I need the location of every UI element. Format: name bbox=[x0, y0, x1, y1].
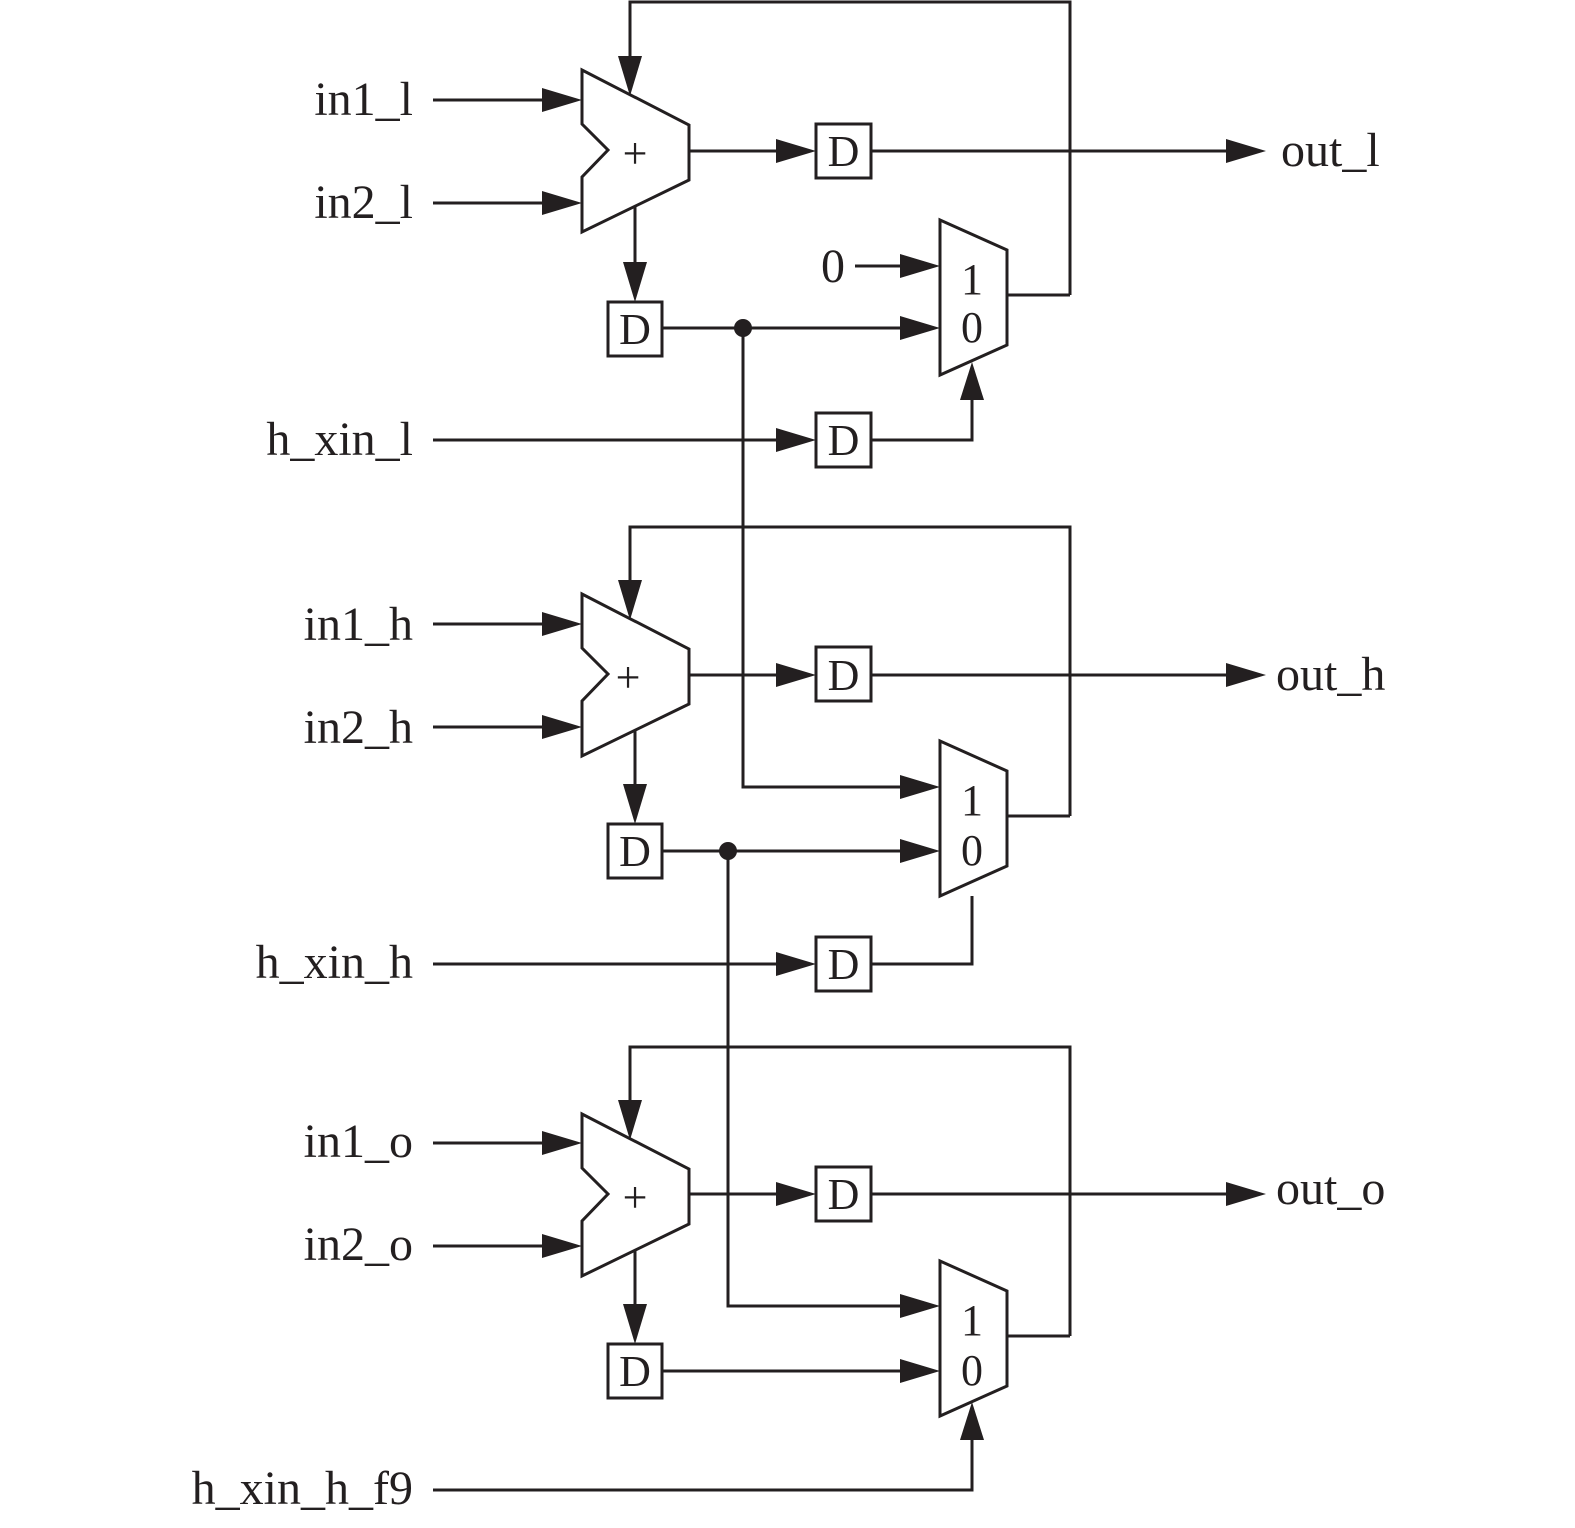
wire-sel-l bbox=[871, 388, 974, 442]
arrow-h-xin-h bbox=[776, 952, 816, 976]
arrow-carry-o bbox=[623, 1304, 647, 1344]
label-in1-l: in1_l bbox=[314, 73, 413, 126]
label-out-o: out_o bbox=[1276, 1162, 1385, 1215]
stage-l: in1_l in2_l + D out_l D 0 bbox=[266, 0, 1380, 469]
wire-carry-h-to-mux-o bbox=[726, 851, 914, 1308]
wire-feedback-o bbox=[628, 1045, 1072, 1336]
arrow-in1-h bbox=[542, 612, 582, 636]
delay-carry-o-symbol: D bbox=[619, 1347, 651, 1396]
delay-carry-h-symbol: D bbox=[619, 827, 651, 876]
label-h-xin-h: h_xin_h bbox=[256, 936, 413, 989]
label-in2-o: in2_o bbox=[304, 1218, 413, 1271]
adder-l bbox=[580, 67, 691, 235]
arrow-sum-l bbox=[776, 139, 816, 163]
mux-l-zero: 0 bbox=[961, 303, 983, 352]
arrow-carry-o-to-mux bbox=[900, 1359, 940, 1383]
mux-o bbox=[938, 1258, 1009, 1419]
adder-o-symbol: + bbox=[623, 1173, 648, 1222]
wire-feedback-h bbox=[628, 525, 1072, 816]
arrow-carry-l-to-mux-h bbox=[900, 775, 940, 799]
arrow-feedback-l bbox=[618, 56, 642, 96]
arrow-carry-l-to-mux bbox=[900, 316, 940, 340]
arrow-sum-o bbox=[776, 1182, 816, 1206]
delay-sel-l-symbol: D bbox=[828, 416, 860, 465]
label-h-xin-l: h_xin_l bbox=[266, 413, 413, 466]
label-in2-l: in2_l bbox=[314, 176, 413, 229]
arrow-out-h bbox=[1226, 663, 1266, 687]
delay-sel-h-symbol: D bbox=[828, 940, 860, 989]
arrow-zero bbox=[900, 254, 940, 278]
label-in1-h: in1_h bbox=[304, 598, 413, 651]
delay-sum-l-symbol: D bbox=[828, 127, 860, 176]
delay-sel-h bbox=[814, 935, 873, 993]
arrow-carry-h-to-mux bbox=[900, 839, 940, 863]
arrow-in1-l bbox=[542, 88, 582, 112]
arrow-out-o bbox=[1226, 1182, 1266, 1206]
arrow-feedback-o bbox=[618, 1100, 642, 1140]
label-out-l: out_l bbox=[1281, 124, 1380, 177]
wire-feedback-l bbox=[628, 0, 1072, 295]
stage-o: in1_o in2_o + D out_o D 1 0 h_xin_h_f9 bbox=[192, 1045, 1385, 1515]
delay-sum-h-symbol: D bbox=[828, 651, 860, 700]
wire-sel-h bbox=[871, 896, 974, 966]
arrow-in2-l bbox=[542, 191, 582, 215]
arrow-h-xin-l bbox=[776, 428, 816, 452]
arrow-in2-o bbox=[542, 1234, 582, 1258]
mux-l-one: 1 bbox=[961, 255, 983, 304]
label-in1-o: in1_o bbox=[304, 1115, 413, 1168]
adder-h-symbol: + bbox=[616, 653, 641, 702]
label-h-xin-h-f9: h_xin_h_f9 bbox=[192, 1462, 413, 1515]
mux-h bbox=[938, 738, 1009, 899]
arrow-carry-h bbox=[623, 784, 647, 824]
wire-carry-l-to-mux-h bbox=[741, 328, 914, 789]
mux-h-zero: 0 bbox=[961, 826, 983, 875]
label-in2-h: in2_h bbox=[304, 701, 413, 754]
adder-h bbox=[580, 591, 691, 759]
arrow-in1-o bbox=[542, 1131, 582, 1155]
delay-sum-h bbox=[814, 645, 873, 703]
arrow-carry-h-to-mux-o bbox=[900, 1294, 940, 1318]
arrow-feedback-h bbox=[618, 580, 642, 620]
stage-h: in1_h in2_h + D out_h D 1 0 h_xin_h D bbox=[256, 525, 1385, 993]
mux-h-one: 1 bbox=[961, 776, 983, 825]
delay-carry-l bbox=[606, 300, 664, 358]
label-out-h: out_h bbox=[1276, 648, 1385, 701]
delay-sum-l bbox=[814, 122, 873, 180]
adder-o bbox=[580, 1111, 691, 1279]
label-zero: 0 bbox=[821, 240, 845, 293]
arrow-out-l bbox=[1226, 139, 1266, 163]
arrow-in2-h bbox=[542, 715, 582, 739]
wire-sel-o bbox=[433, 1428, 974, 1492]
mux-l bbox=[938, 217, 1009, 378]
delay-carry-h bbox=[606, 822, 664, 880]
delay-sel-l bbox=[814, 411, 873, 469]
delay-sum-o-symbol: D bbox=[828, 1170, 860, 1219]
adder-l-symbol: + bbox=[623, 129, 648, 178]
arrow-carry-l bbox=[623, 262, 647, 302]
delay-carry-l-symbol: D bbox=[619, 305, 651, 354]
delay-carry-o bbox=[606, 1342, 664, 1400]
mux-o-zero: 0 bbox=[961, 1346, 983, 1395]
arrow-sum-h bbox=[776, 663, 816, 687]
mux-o-one: 1 bbox=[961, 1296, 983, 1345]
arrow-sel-l bbox=[960, 362, 984, 400]
arrow-sel-o bbox=[960, 1402, 984, 1440]
